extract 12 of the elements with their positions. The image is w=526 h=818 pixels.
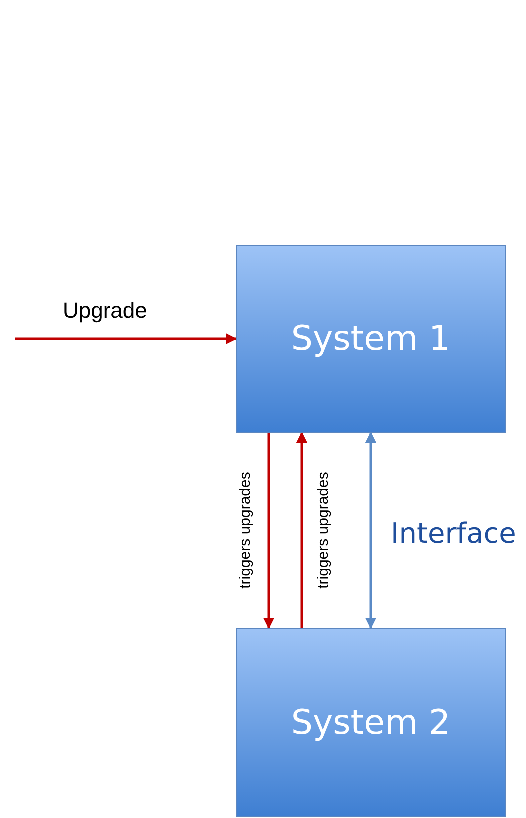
arrow xyxy=(263,433,275,630)
arrow xyxy=(15,333,238,345)
edge-label: triggers upgrades xyxy=(315,472,330,588)
system-box xyxy=(236,245,506,433)
arrow xyxy=(296,432,308,628)
arrow xyxy=(365,432,377,630)
node-label: System 1 xyxy=(291,319,451,359)
system-box xyxy=(236,628,506,817)
node-label: System 2 xyxy=(291,702,451,742)
edge-label: Interface xyxy=(391,520,516,548)
edge-label: triggers upgrades xyxy=(237,472,252,588)
edge-label: Upgrade xyxy=(63,300,148,322)
